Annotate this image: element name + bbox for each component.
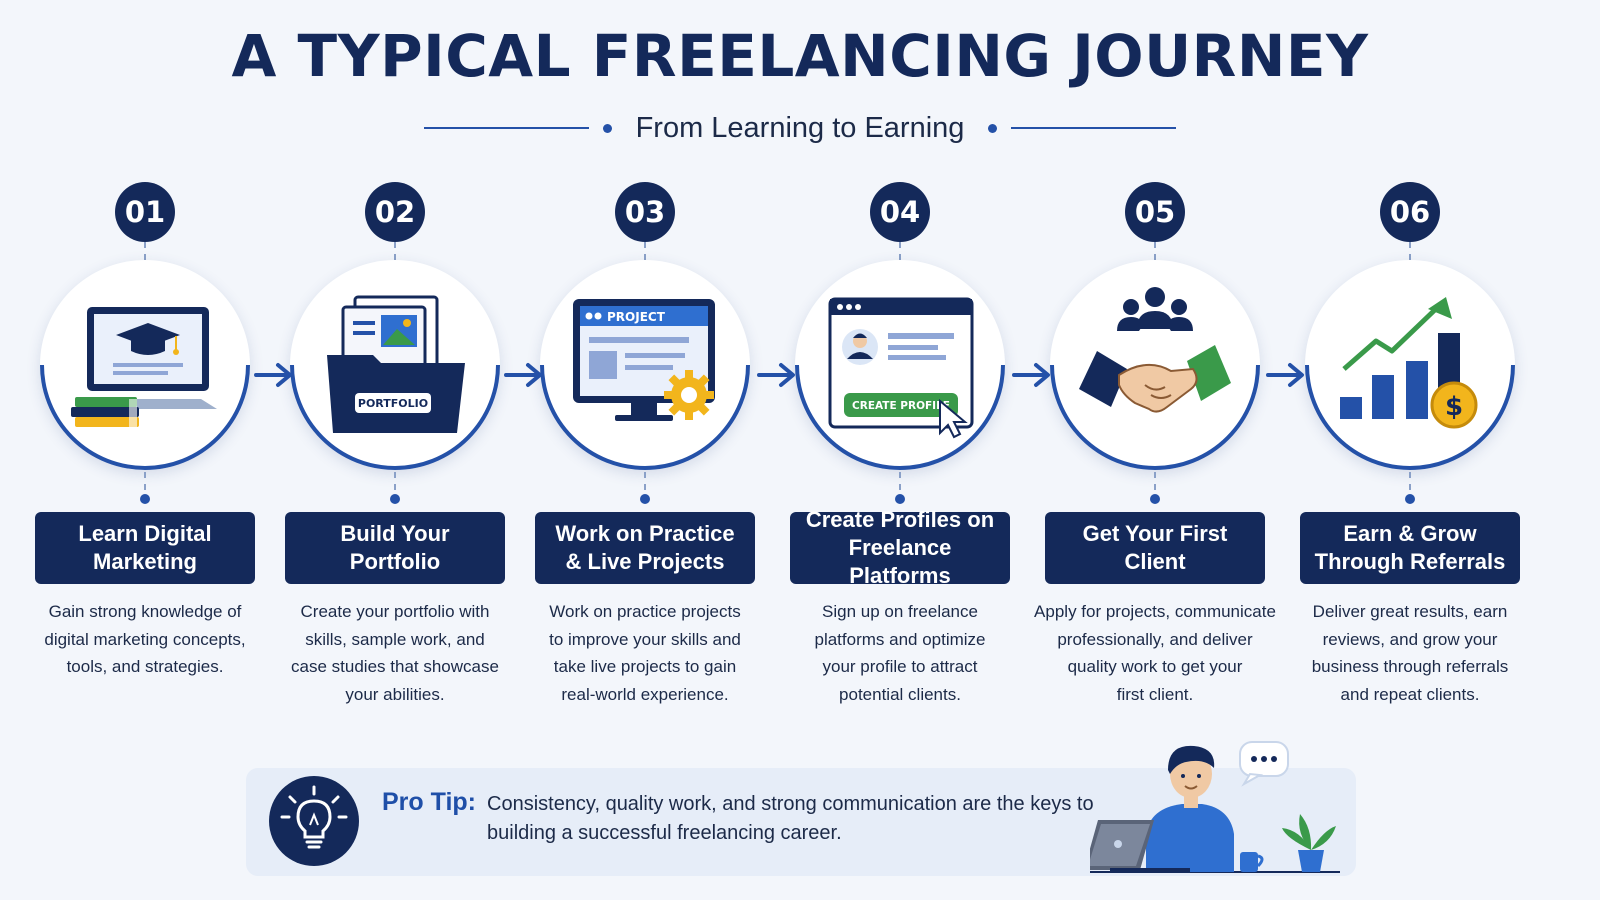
step-description: Sign up on freelance platforms and optim… (814, 602, 986, 704)
step-number: 01 (115, 182, 175, 242)
connector-dash (1409, 242, 1411, 260)
freelancer-illustration (1090, 741, 1340, 873)
subtitle-dot-right (988, 123, 998, 133)
step-1: 01 Learn Digital Marketing Gain strong k… (20, 182, 270, 722)
step-description: Create your portfolio with skills, sampl… (291, 602, 499, 704)
connector-dash (644, 472, 646, 490)
handshake-icon (1079, 287, 1231, 413)
connector-dash (1154, 472, 1156, 490)
arrow-right-icon (757, 363, 795, 387)
step-title: Work on Practice & Live Projects (535, 512, 755, 584)
page-subtitle: From Learning to Earning (635, 111, 965, 144)
step-title: Get Your First Client (1045, 512, 1265, 584)
arrow-right-icon (504, 363, 542, 387)
step-arc (40, 364, 250, 470)
step-description: Deliver great results, earn reviews, and… (1311, 602, 1509, 704)
connector-dash (394, 242, 396, 260)
step-number: 02 (365, 182, 425, 242)
step-arc (290, 364, 500, 470)
step-description: Gain strong knowledge of digital marketi… (44, 602, 246, 676)
connector-dash (644, 242, 646, 260)
arrow-right-icon (1012, 363, 1050, 387)
connector-dot (895, 494, 905, 504)
step-title: Earn & Grow Through Referrals (1300, 512, 1520, 584)
connector-dot (390, 494, 400, 504)
svg-text:$: $ (1445, 392, 1463, 422)
portfolio-folder-icon: PORTFOLIO (327, 295, 465, 433)
connector-dash (1409, 472, 1411, 490)
arrow-right-icon (254, 363, 292, 387)
icon-label: PORTFOLIO (358, 397, 428, 410)
connector-dash (1154, 242, 1156, 260)
step-number: 06 (1380, 182, 1440, 242)
connector-dash (394, 472, 396, 490)
pro-tip-text: Consistency, quality work, and strong co… (487, 793, 1094, 844)
connector-dash (144, 242, 146, 260)
connector-dash (144, 472, 146, 490)
step-title: Learn Digital Marketing (35, 512, 255, 584)
growth-chart-icon: $ (1340, 297, 1478, 429)
subtitle-dot-left (602, 123, 612, 133)
step-4: 04 CREATE PROFILE Create Profiles on Fre… (775, 182, 1025, 722)
connector-dot (1405, 494, 1415, 504)
connector-dot (140, 494, 150, 504)
page-title: A TYPICAL FREELANCING JOURNEY (231, 22, 1369, 90)
connector-dash (899, 472, 901, 490)
graduation-laptop-icon (71, 307, 217, 427)
step-arc (1305, 364, 1515, 470)
subtitle-divider-right (1011, 127, 1177, 129)
step-3: 03 PROJECT Work on Practice & Live Proje… (520, 182, 770, 722)
step-arc (795, 364, 1005, 470)
step-description: Work on practice projects to improve you… (549, 602, 741, 704)
step-number: 03 (615, 182, 675, 242)
icon-label: CREATE PROFILE (852, 400, 950, 412)
step-arc (540, 364, 750, 470)
step-2: 02 PORTFOLIO Build Your Portfolio Create… (270, 182, 520, 722)
step-5: 05 Get Your First Client Apply for proje… (1030, 182, 1280, 722)
step-number: 05 (1125, 182, 1185, 242)
arrow-right-icon (1266, 363, 1304, 387)
pro-tip-heading: Pro Tip: (382, 788, 476, 816)
lightbulb-icon (269, 776, 359, 866)
connector-dot (1150, 494, 1160, 504)
step-description: Apply for projects, communicate professi… (1034, 602, 1276, 704)
profile-window-icon: CREATE PROFILE (828, 297, 974, 439)
step-number: 04 (870, 182, 930, 242)
step-title: Build Your Portfolio (285, 512, 505, 584)
step-6: 06 $ Earn & Grow Through Referrals Deliv… (1285, 182, 1535, 722)
step-title: Create Profiles on Freelance Platforms (790, 507, 1010, 588)
subtitle-row: From Learning to Earning (0, 108, 1600, 148)
connector-dot (640, 494, 650, 504)
step-arc (1050, 364, 1260, 470)
icon-label: PROJECT (607, 310, 666, 324)
subtitle-divider-left (423, 127, 589, 129)
connector-dash (899, 242, 901, 260)
project-monitor-icon: PROJECT (573, 299, 715, 421)
